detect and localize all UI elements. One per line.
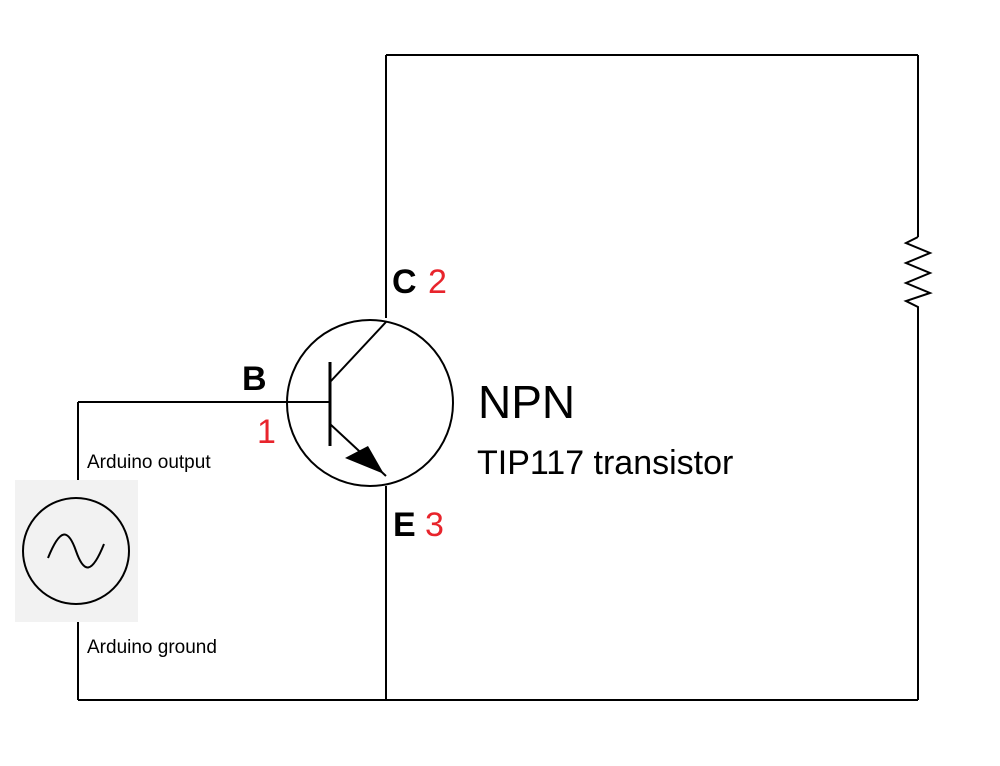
sine-wave-icon (47, 533, 105, 569)
base-letter: B (242, 360, 267, 398)
diagram-title: NPN (478, 376, 575, 428)
source-circle (22, 497, 130, 605)
emitter-pin: 3 (425, 506, 444, 544)
collector-letter: C (392, 263, 417, 301)
source-output-label: Arduino output (87, 452, 211, 473)
emitter-letter: E (393, 506, 416, 544)
transistor-collector-lead (329, 321, 387, 383)
npn-transistor-icon (286, 319, 454, 487)
ac-source-icon (15, 480, 138, 622)
collector-pin: 2 (428, 263, 447, 301)
transistor-body (286, 319, 454, 487)
diagram-subtitle: TIP117 transistor (477, 444, 733, 482)
source-ground-label: Arduino ground (87, 637, 217, 658)
resistor-icon (903, 236, 933, 313)
emitter-arrow-icon (345, 446, 384, 474)
base-pin: 1 (257, 413, 276, 451)
